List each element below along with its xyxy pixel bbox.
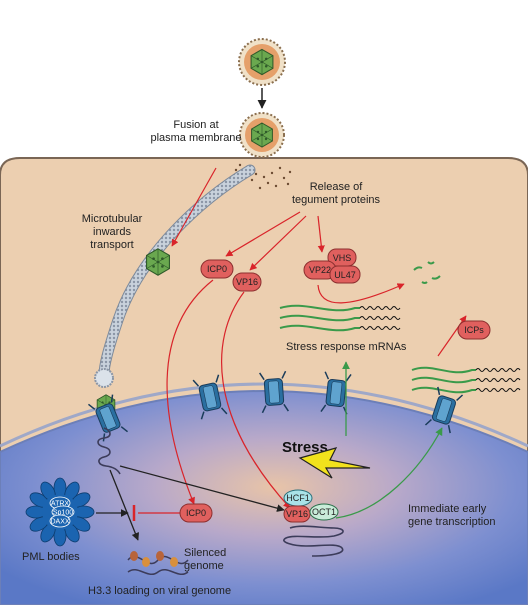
svg-text:ICP0: ICP0 (207, 264, 227, 274)
svg-text:VP16: VP16 (286, 509, 308, 519)
svg-text:VP16: VP16 (236, 277, 258, 287)
daxx-component (49, 514, 71, 528)
icp0-cytoplasm: ICP0 (200, 259, 234, 279)
nuclear-envelope (0, 382, 528, 448)
microtubule-end (94, 368, 114, 388)
svg-text:OCT1: OCT1 (312, 507, 336, 517)
svg-text:ICP0: ICP0 (186, 508, 206, 518)
vp16-nucleus: VP16 (283, 505, 311, 523)
svg-text:VP22: VP22 (309, 265, 331, 275)
arrow-vp16-to-nucleus (221, 291, 291, 509)
svg-text:ICPs: ICPs (464, 325, 484, 335)
arrow-release-to-icp0 (225, 211, 301, 257)
svg-text:ATRX: ATRX (51, 501, 69, 508)
vp16-cytoplasm: VP16 (232, 272, 262, 292)
arrow-genome-to-complex (119, 465, 285, 512)
degraded-mrna (413, 261, 441, 284)
vhs-protein: VHS (327, 248, 357, 267)
stress-mrna-label: Stress response mRNAs (286, 341, 407, 353)
pml-body: ATRX Sp100 DAXX (25, 477, 95, 547)
svg-text:DAXX: DAXX (50, 519, 69, 526)
hcf1-protein: HCF1 (283, 489, 313, 507)
arrow-ie-transcription (335, 427, 443, 519)
oct1-protein: OCT1 (309, 503, 339, 521)
stress-mrnas (279, 304, 401, 332)
pml-bodies-label: PML bodies (22, 551, 80, 563)
nucleus (0, 390, 528, 605)
immediate-early-mrnas (411, 366, 521, 394)
arrow-fusion-to-transport (171, 167, 217, 247)
viral-genome-entering (97, 427, 121, 475)
active-genome (283, 525, 344, 557)
ul47-protein: UL47 (329, 265, 361, 284)
virion-fusing (239, 112, 285, 158)
lightning-bolt (298, 447, 371, 479)
arrow-vhs-degradation (317, 283, 405, 304)
icps-protein: ICPs (457, 320, 491, 340)
arrow-icp0-to-nucleus (166, 279, 214, 505)
svg-text:Sp100: Sp100 (53, 510, 73, 517)
silenced-genome (127, 551, 189, 575)
svg-text:VHS: VHS (333, 253, 352, 263)
icp0-nucleus: ICP0 (179, 503, 213, 523)
virion-extracellular (238, 38, 286, 86)
arrow-release-to-vp16 (249, 215, 307, 271)
stress-label: Stress (282, 439, 328, 456)
h33-loading-label: H3.3 loading on viral genome (88, 585, 231, 597)
transcription-complex: HCF1 VP16 OCT1 (283, 489, 339, 523)
arrow-genome-to-silenced (109, 469, 140, 541)
svg-text:UL47: UL47 (334, 270, 356, 280)
svg-text:HCF1: HCF1 (286, 493, 310, 503)
arrow-release-to-vp22 (317, 215, 325, 253)
